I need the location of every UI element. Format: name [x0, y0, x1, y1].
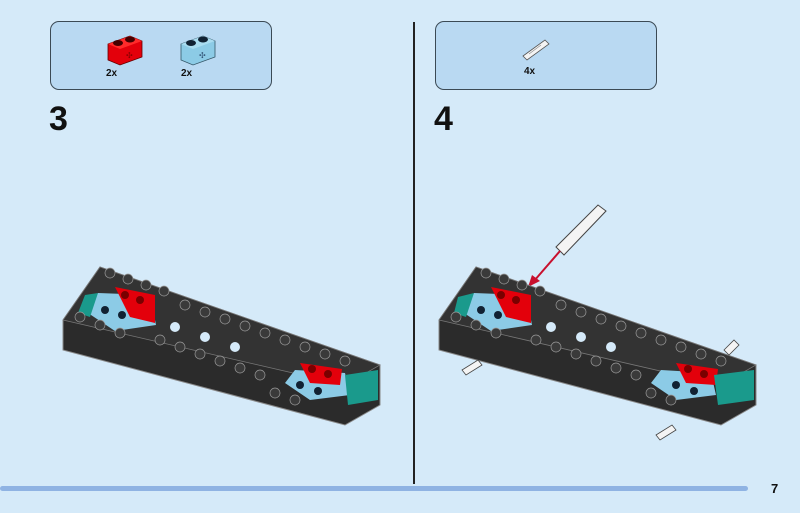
white-pin-illustration [555, 204, 607, 256]
step-4-chassis-illustration [438, 204, 757, 441]
pin-qty: 4x [524, 66, 536, 77]
light-blue-brick-icon: ✣ [180, 35, 216, 66]
step-3-chassis-illustration [62, 266, 381, 426]
step-number-3: 3 [49, 100, 68, 138]
step-number-4: 4 [434, 100, 453, 138]
insert-arrow [533, 250, 561, 282]
svg-text:✣: ✣ [199, 51, 206, 60]
light-blue-brick-qty: 2x [181, 68, 193, 79]
svg-text:✣: ✣ [126, 51, 133, 60]
red-brick-qty: 2x [106, 68, 118, 79]
footer-line [0, 486, 748, 491]
pin-icon [522, 39, 550, 61]
step-3-parts-callout: ✣ 2x ✣ 2x [50, 21, 272, 90]
red-brick-icon: ✣ [107, 35, 143, 66]
step-divider [413, 22, 415, 484]
step-4-parts-callout: 4x [435, 21, 657, 90]
page-number: 7 [771, 481, 779, 496]
